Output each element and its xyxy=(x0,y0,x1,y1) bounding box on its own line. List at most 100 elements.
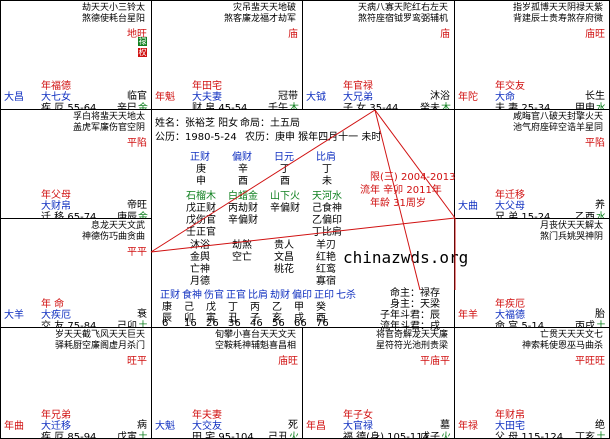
palace-element: 土 xyxy=(596,432,606,439)
earthly-branch: 申 xyxy=(196,176,206,187)
extra-star-label: 年禄 xyxy=(458,421,478,432)
sanfang-line xyxy=(374,109,421,291)
hidden-stem: 辛偏财 xyxy=(228,215,258,226)
decade-palace-label: 大田宅 xyxy=(495,421,525,432)
star-list: 旬攀小喜台天天文天 xyxy=(215,330,297,340)
nayin: 山下火 xyxy=(270,191,300,202)
luck-pillar-branch: 子 xyxy=(250,313,260,324)
palace-stem-branch: 戊寅 xyxy=(117,432,137,439)
palace-stem-branch: 辛巳 xyxy=(117,103,137,110)
extra-star-label: 年昌 xyxy=(306,421,326,432)
nayin: 石榴木 xyxy=(186,191,216,202)
palace-stem-branch: 乙酉 xyxy=(575,212,595,219)
decade-palace-label: 大交友 xyxy=(192,421,222,432)
extra-star-label: 年魁 xyxy=(155,92,175,103)
luck-pillar-branch: 寅 xyxy=(206,313,216,324)
shensha: 红鸾 xyxy=(316,264,336,275)
decade-palace-label: 大命 xyxy=(495,92,515,103)
palace-stem-branch: 己丑 xyxy=(268,432,288,439)
watermark-text: chinazwds.org xyxy=(343,248,469,267)
palace-age-range: 田 宅 95-104 xyxy=(192,432,254,439)
palace-age-range: 子 女 35-44 xyxy=(343,103,399,110)
current-year: 流年 辛卯 2011年 xyxy=(360,185,442,196)
palace-element: 土 xyxy=(596,321,606,328)
palace-age-range: 财 帛 45-54 xyxy=(192,103,248,110)
luck-pillar-god: 偏印 xyxy=(292,290,312,301)
shensha: 空亡 xyxy=(232,252,252,263)
earthly-branch: 酉 xyxy=(280,176,290,187)
shensha: 寡宿 xyxy=(316,276,336,287)
star-brightness: 庙 xyxy=(288,29,298,40)
growth-stage: 帝旺 xyxy=(127,200,147,211)
nayin: 天河水 xyxy=(312,191,342,202)
body-master: 身主：天梁 xyxy=(390,299,440,310)
star-list: 星符符光池刑贵梁 xyxy=(376,341,449,351)
star-brightness: 平庙平 xyxy=(420,356,450,367)
star-list: 天病八寡天陀红右左天 xyxy=(358,3,449,13)
luck-pillar-stem: 丙 xyxy=(250,302,260,313)
palace-age-range: 夫 妻 25-34 xyxy=(495,103,551,110)
ten-god: 比肩 xyxy=(316,152,336,163)
luck-pillar-branch: 酉 xyxy=(316,313,326,324)
sanfang-line xyxy=(150,109,376,253)
luck-pillar-age: 26 xyxy=(206,318,219,329)
shensha: 月德 xyxy=(190,276,210,287)
luck-pillar-god: 七杀 xyxy=(336,290,356,301)
palace-element: 木 xyxy=(441,103,451,110)
extra-star-label: 大昌 xyxy=(4,92,24,103)
flow-year-doujun: 流年斗君：戌 xyxy=(380,321,440,332)
transform-badge: 禄 xyxy=(138,37,147,46)
shensha: 桃花 xyxy=(274,264,294,275)
star-brightness: 平陷 xyxy=(127,138,147,149)
decade-palace-label: 大官禄 xyxy=(343,421,373,432)
luck-pillar-age: 36 xyxy=(228,318,241,329)
shensha: 贵人 xyxy=(274,240,294,251)
luck-pillar-god: 劫财 xyxy=(270,290,290,301)
star-list: 将官奇解龙天天廉 xyxy=(376,330,449,340)
palace-age-range: 疾 厄 55-64 xyxy=(41,103,97,110)
star-list: 指岁孤博天天阴禄天紫 xyxy=(513,3,604,13)
year-palace-label: 年交友 xyxy=(495,81,525,92)
luck-pillar-stem: 己 xyxy=(184,302,194,313)
zi-year-doujun: 子年斗君：辰 xyxy=(380,310,440,321)
star-list: 月丧伏天天解太 xyxy=(540,221,604,231)
decade-palace-label: 大夫妻 xyxy=(192,92,222,103)
extra-star-label: 年陀 xyxy=(458,92,478,103)
luck-pillar-god: 伤官 xyxy=(204,290,224,301)
star-list: 煞门兵姚哭神阴 xyxy=(540,232,604,242)
decade-palace-label: 大疾厄 xyxy=(41,310,71,321)
growth-stage: 冠带 xyxy=(278,91,298,102)
nayin: 白蜡金 xyxy=(228,191,258,202)
star-brightness: 庙 xyxy=(440,29,450,40)
growth-stage: 临官 xyxy=(127,91,147,102)
star-list: 神德伤巧曲贪曲 xyxy=(82,232,146,242)
year-palace-label: 年夫妻 xyxy=(192,410,222,421)
lunar-date: 农历：庚申 猴年四月十一 未时 xyxy=(245,132,382,143)
palace-age-range: 交 友 75-84 xyxy=(41,321,97,328)
palace-element: 金 xyxy=(138,212,148,219)
palace-element: 土 xyxy=(138,321,148,328)
shensha: 文昌 xyxy=(274,252,294,263)
decade-palace-label: 大福德 xyxy=(495,310,525,321)
decade-palace-label: 大父母 xyxy=(495,201,525,212)
shensha: 金舆 xyxy=(190,252,210,263)
earthly-branch: 酉 xyxy=(238,176,248,187)
growth-stage: 养 xyxy=(595,200,605,211)
palace-age-range: 命 宫 5-14 xyxy=(495,321,545,328)
current-decade: 限(三) 2004-2013 xyxy=(370,172,456,183)
star-list: 灾吊蜚天天地破 xyxy=(233,3,297,13)
year-palace-label: 年疾厄 xyxy=(495,299,525,310)
star-list: 劫天天小三铃太 xyxy=(82,3,146,13)
luck-pillar-age: 76 xyxy=(316,318,329,329)
